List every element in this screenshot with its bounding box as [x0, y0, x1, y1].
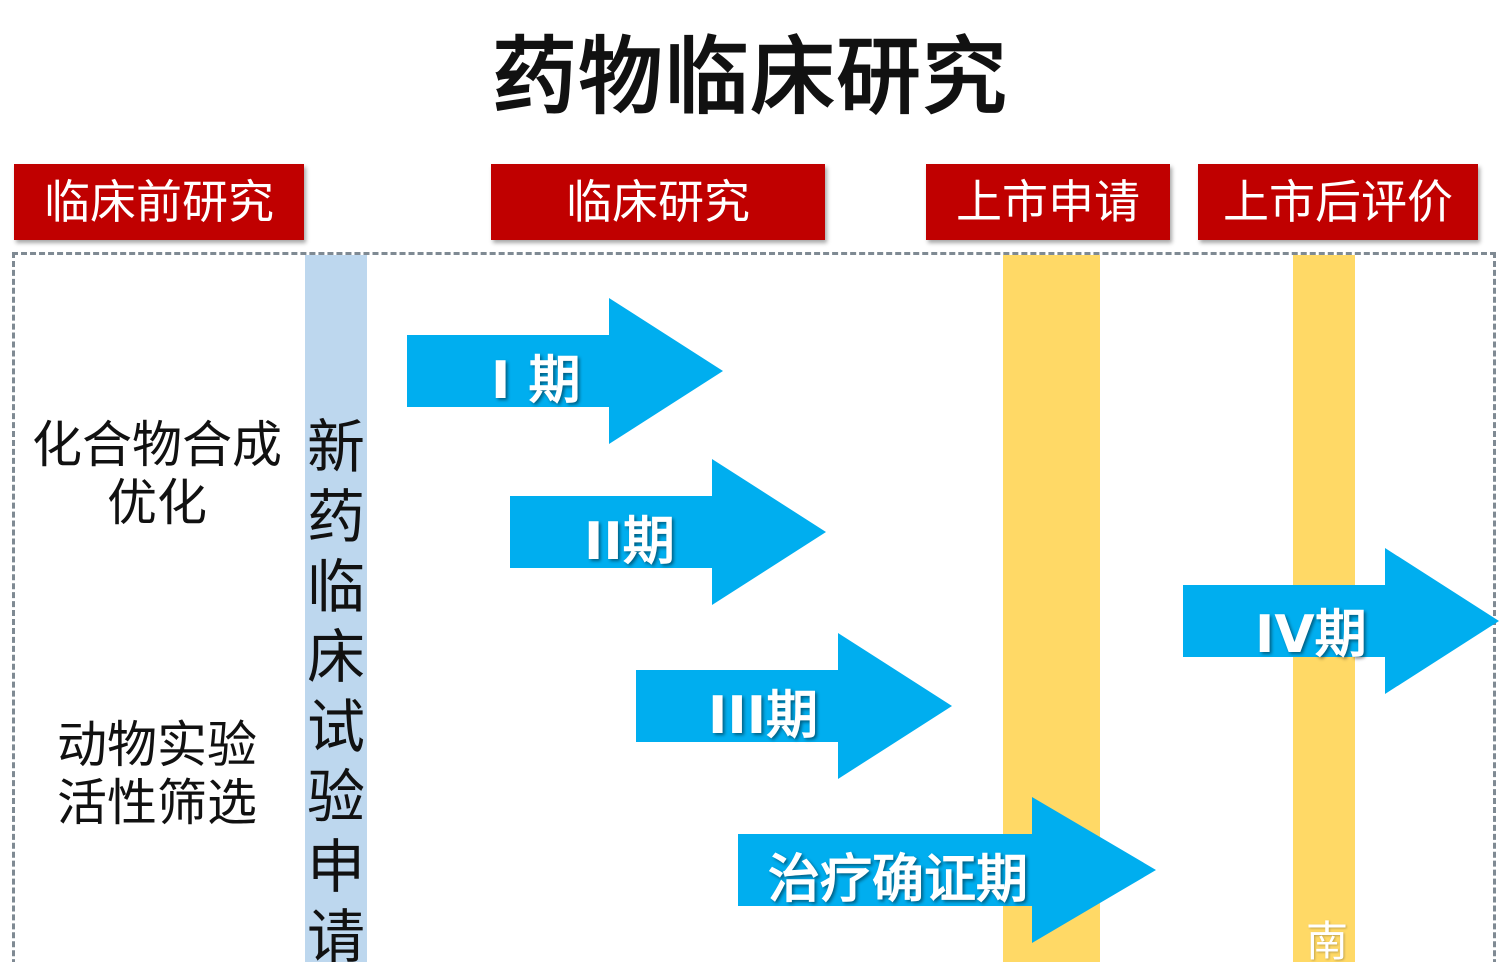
animal-experiment-text: 动物实验 活性筛选: [57, 716, 257, 832]
therapeutic-confirmation-arrow: 治疗确证期: [738, 797, 1156, 943]
ind-application-band: [305, 255, 367, 962]
phase-1-arrow-shape: [407, 298, 723, 444]
phase-4-label: IV期: [1255, 605, 1367, 665]
animal-experiment-label: 动物实验 活性筛选: [12, 716, 302, 832]
phase-2-arrow: II期: [510, 459, 826, 605]
therapeutic-confirmation-arrow-shape: [738, 797, 1156, 943]
compound-synthesis-label: 化合物合成 优化: [12, 416, 302, 532]
phase-2-label: II期: [584, 512, 675, 572]
watermark-text: 南: [1306, 917, 1349, 962]
stage-header-postmarket: 上市后评价: [1198, 164, 1478, 240]
phase-3-label: III期: [708, 686, 819, 746]
phase-1-label: I 期: [491, 351, 581, 411]
therapeutic-confirmation-label: 治疗确证期: [768, 850, 1029, 910]
compound-synthesis-text: 化合物合成 优化: [32, 416, 282, 532]
phase-3-arrow: III期: [636, 633, 952, 779]
phase-3-arrow-shape: [636, 633, 952, 779]
process-frame: [12, 252, 1496, 962]
phase-2-arrow-shape: [510, 459, 826, 605]
page-title: 药物临床研究: [492, 28, 1009, 126]
ind-application-label: 新药临床试验申请: [306, 413, 365, 962]
stage-header-clinical: 临床研究: [491, 164, 825, 240]
stage-header-preclinical: 临床前研究: [14, 164, 304, 240]
stage-header-nda: 上市申请: [926, 164, 1170, 240]
phase-4-arrow: IV期: [1183, 548, 1499, 694]
phase-4-arrow-shape: [1183, 548, 1499, 694]
phase-1-arrow: I 期: [407, 298, 723, 444]
